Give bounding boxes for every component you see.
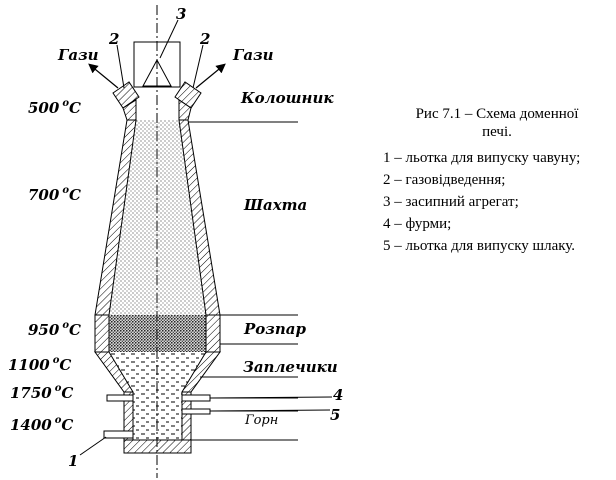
label-number-1: 1: [68, 452, 78, 470]
label-number-4: 4: [333, 386, 343, 404]
tuyere-right: [181, 394, 211, 402]
figure-legend: Рис 7.1 – Схема доменної печі. 1 – льотк…: [383, 105, 611, 257]
legend-item-5: 5 – льотка для випуску шлаку.: [383, 238, 576, 254]
label-number-5: 5: [330, 406, 340, 424]
legend-item-3: 3 – засипний агрегат;: [383, 194, 519, 210]
legend-item-2: 2 – газовідведення;: [383, 172, 506, 188]
leader-lines: [79, 19, 333, 456]
slag-tap: [181, 408, 211, 415]
label-number-2-right: 2: [199, 30, 210, 48]
legend-item-1: 1 – льотка для випуску чавуну;: [383, 150, 581, 166]
furnace-walls: [94, 99, 221, 454]
zone-label-koloshnyk: Колошник: [240, 89, 334, 107]
gas-label-right: Гази: [232, 46, 274, 64]
tuyere-left: [106, 394, 134, 402]
zone-label-horn: Горн: [244, 413, 278, 428]
figure-caption-line1: Рис 7.1 – Схема доменної: [415, 106, 579, 122]
label-number-2-left: 2: [108, 30, 119, 48]
gas-arrow-left: [88, 63, 119, 89]
zone-label-rozpar: Розпар: [243, 320, 306, 338]
label-number-3: 3: [176, 5, 186, 23]
figure-caption-line2: печі.: [482, 124, 512, 140]
gas-label-left: Гази: [57, 46, 99, 64]
figure-caption: Рис 7.1 – Схема доменної печі.: [383, 105, 611, 141]
iron-tap: [103, 430, 134, 439]
zone-label-shakhta: Шахта: [243, 196, 307, 214]
zone-label-zaplechyky: Заплечики: [243, 358, 338, 376]
legend-item-4: 4 – фурми;: [383, 216, 452, 232]
gas-arrow-right: [195, 63, 226, 89]
